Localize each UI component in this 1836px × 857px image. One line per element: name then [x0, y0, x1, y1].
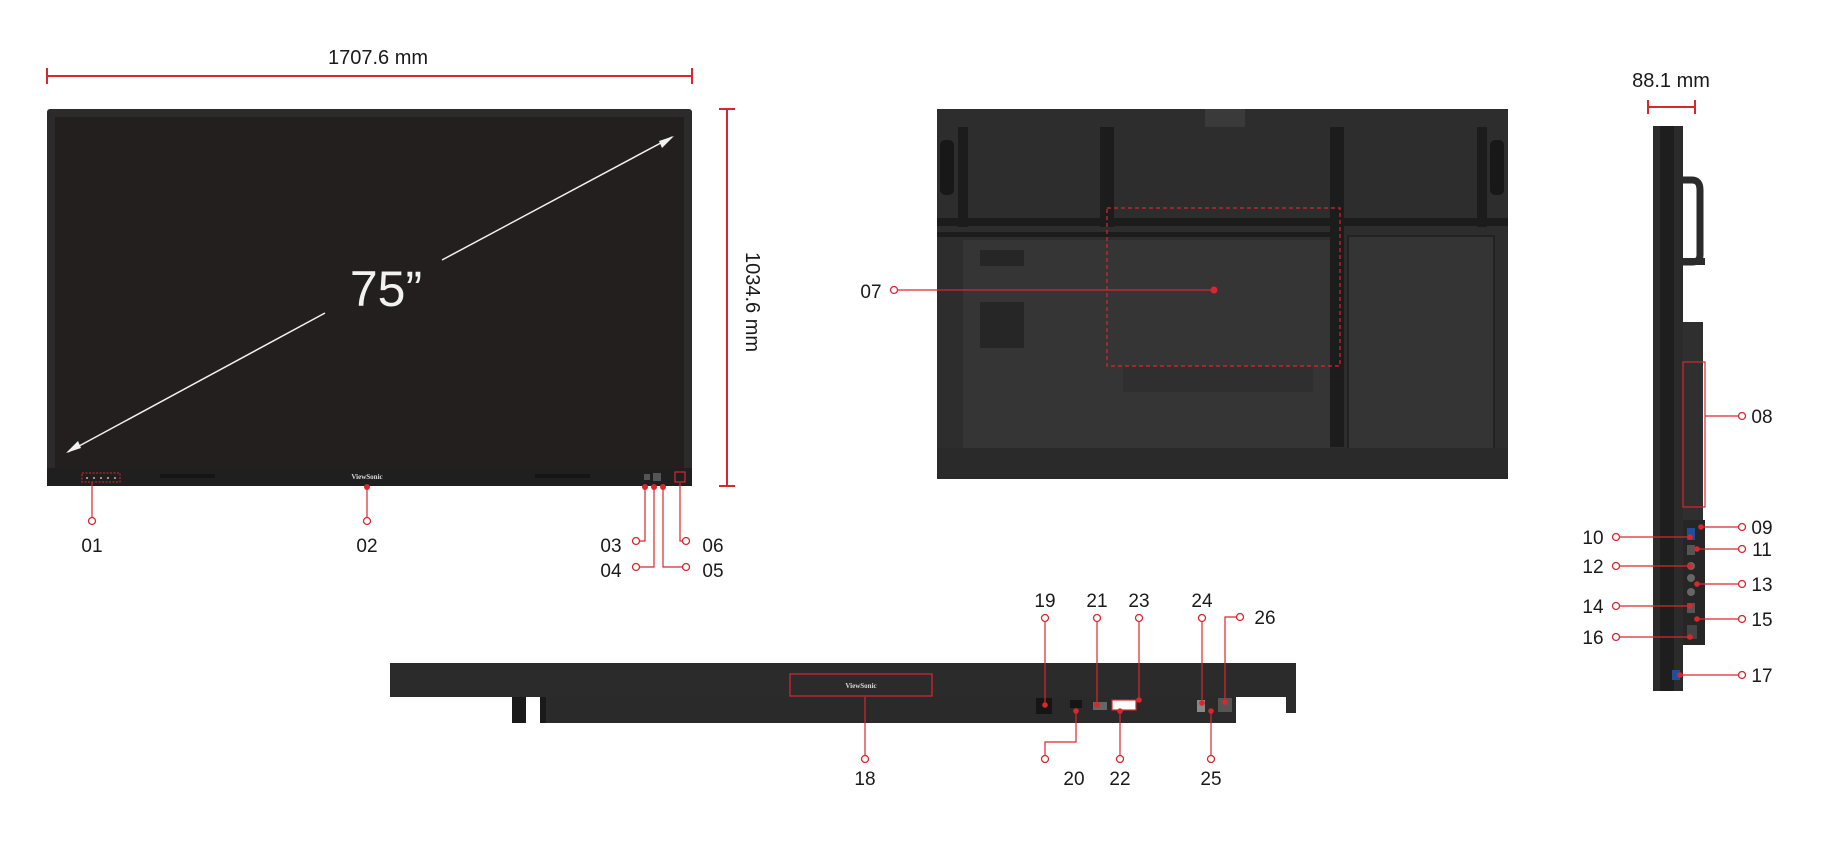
width-dimension: 1707.6 mm — [46, 47, 693, 84]
depth-dimension: 88.1 mm — [1632, 70, 1710, 114]
svg-text:14: 14 — [1582, 597, 1604, 618]
svg-text:01: 01 — [81, 536, 102, 557]
svg-text:19: 19 — [1034, 591, 1055, 612]
callout-05: 05 — [660, 484, 724, 582]
diagonal-arrow — [66, 136, 674, 453]
callout-17: 17 — [1677, 666, 1773, 687]
back-view: 07 — [860, 109, 1508, 479]
callout-11: 11 — [1694, 540, 1772, 561]
svg-text:22: 22 — [1109, 769, 1130, 790]
screen-size-label: 75” — [350, 261, 422, 317]
svg-text:24: 24 — [1191, 591, 1213, 612]
svg-text:10: 10 — [1582, 528, 1603, 549]
callout-23: 23 — [1128, 591, 1150, 703]
svg-text:13: 13 — [1751, 575, 1772, 596]
svg-text:20: 20 — [1063, 769, 1084, 790]
callout-16: 16 — [1582, 628, 1693, 649]
svg-text:11: 11 — [1752, 540, 1772, 561]
callout-09: 09 — [1698, 518, 1773, 539]
svg-text:03: 03 — [600, 536, 621, 557]
callout-15: 15 — [1694, 610, 1773, 631]
svg-text:02: 02 — [356, 536, 377, 557]
callout-08: 08 — [1705, 407, 1773, 428]
bottom-chassis — [390, 663, 1296, 697]
svg-text:17: 17 — [1751, 666, 1772, 687]
svg-text:08: 08 — [1751, 407, 1772, 428]
svg-text:23: 23 — [1128, 591, 1149, 612]
callout-06: 06 — [679, 483, 724, 557]
callout-14: 14 — [1582, 597, 1693, 618]
callout-18: 18 — [854, 697, 876, 790]
svg-text:12: 12 — [1582, 557, 1603, 578]
side-view: 88.1 mm 08 09 — [1582, 70, 1773, 691]
svg-text:25: 25 — [1200, 769, 1221, 790]
svg-text:26: 26 — [1254, 608, 1275, 629]
callout-21: 21 — [1086, 591, 1108, 708]
depth-label: 88.1 mm — [1632, 70, 1710, 92]
front-view: 1707.6 mm 1034.6 mm ViewSonic 75” — [46, 47, 763, 582]
callout-25: 25 — [1200, 708, 1222, 790]
callout-24: 24 — [1191, 591, 1213, 706]
width-label: 1707.6 mm — [328, 47, 428, 69]
bottom-view: ViewSonic 19 21 23 2 — [390, 591, 1296, 790]
callout-13: 13 — [1694, 575, 1773, 596]
svg-text:07: 07 — [860, 282, 881, 303]
callout-19: 19 — [1034, 591, 1056, 708]
callout-07: 07 — [860, 282, 1218, 303]
callout-02: 02 — [356, 484, 378, 557]
height-label: 1034.6 mm — [741, 252, 763, 352]
callout-10: 10 — [1582, 528, 1693, 549]
callout-01: 01 — [81, 482, 103, 557]
callout-22: 22 — [1109, 708, 1131, 790]
bottom-brand-logo: ViewSonic — [845, 682, 876, 690]
svg-text:09: 09 — [1751, 518, 1772, 539]
front-buttons — [81, 472, 121, 483]
callout-12: 12 — [1582, 557, 1693, 578]
callout-04: 04 — [600, 484, 657, 582]
svg-text:06: 06 — [702, 536, 723, 557]
svg-text:21: 21 — [1086, 591, 1107, 612]
front-screen — [55, 117, 684, 468]
svg-text:05: 05 — [702, 561, 723, 582]
callout-20: 20 — [1040, 708, 1085, 790]
svg-text:16: 16 — [1582, 628, 1603, 649]
callout-03: 03 — [600, 484, 648, 557]
height-dimension: 1034.6 mm — [719, 108, 763, 487]
svg-text:15: 15 — [1751, 610, 1772, 631]
svg-text:18: 18 — [854, 769, 875, 790]
front-brand-logo: ViewSonic — [351, 473, 382, 481]
callout-26: 26 — [1222, 608, 1276, 705]
svg-text:04: 04 — [600, 561, 622, 582]
